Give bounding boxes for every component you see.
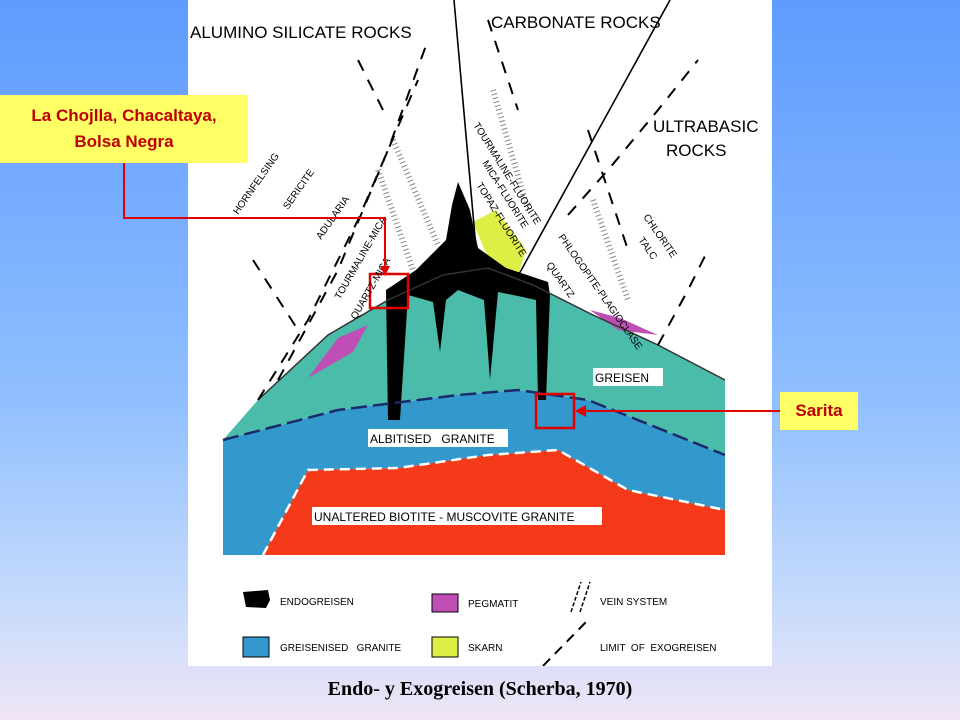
unaltered-label-box [312,507,602,525]
label-tourmaline-mica: TOURMALINE-MICA [333,215,390,302]
greisen-diagram: ALUMINO SILICATE ROCKS CARBONATE ROCKS U… [190,0,759,666]
ultrabasic-title: ULTRABASIC [653,117,759,136]
exogreisen-limit [487,19,519,111]
albitised-label: ALBITISED GRANITE [370,432,495,446]
endogreisen-body [386,182,550,420]
callout-chojlla-line2: Bolsa Negra [74,132,174,151]
greisen-label-box [593,368,663,386]
exogreisen-limit [257,79,419,401]
greisen-label: GREISEN [595,371,649,385]
exogreisen-limit [252,259,299,331]
vein-system [590,199,631,301]
greisen-top-contact [257,267,726,401]
legend-greisenised-granite: GREISENISED GRANITE [280,643,401,654]
diagram-panel: ALUMINO SILICATE ROCKS CARBONATE ROCKS U… [188,0,772,666]
legend-vein-system: VEIN SYSTEM [600,597,667,608]
exogreisen-limit [357,59,384,111]
label-adularia: ADULARIA [314,194,352,242]
fault-line [517,0,671,277]
pegmatit-zone-left [308,325,368,378]
carbonate-title: CARBONATE ROCKS [491,13,661,32]
legend-pegmatit-swatch [431,593,459,613]
legend-vein-swatch [570,581,582,613]
ultrabasic-title-2: ROCKS [666,141,726,160]
vein-system [390,138,441,247]
alumino-title: ALUMINO SILICATE ROCKS [190,23,412,42]
fault-line [453,0,477,249]
skarn-zone [473,210,526,276]
exogreisen-limit [277,39,429,381]
albitised-granite-zone [223,390,725,555]
legend-pegmatit: PEGMATIT [468,599,518,610]
legend-limit-exogreisen: LIMIT OF EXOGREISEN [600,643,717,654]
pegmatit-zone-right [590,310,658,335]
exogreisen-limit [587,129,629,251]
exogreisen-limit [567,59,699,216]
granite-contact-line [261,448,726,556]
greisen-zone [223,268,725,455]
legend-vein-swatch [579,581,591,613]
legend-endogreisen: ENDOGREISEN [280,597,354,608]
legend-skarn-swatch [431,636,459,658]
legend-skarn: SKARN [468,643,502,654]
exogreisen-limit [657,249,709,346]
legend-greisenised-swatch [242,636,270,658]
figure-caption: Endo- y Exogreisen (Scherba, 1970) [327,678,633,700]
vein-system [490,89,531,211]
unaltered-granite-zone [263,450,725,555]
albitised-label-box [368,429,508,447]
vein-system [375,169,416,271]
sarita-target-box [534,392,576,430]
legend-endogreisen-swatch [243,590,270,608]
callout-sarita: Sarita [780,392,858,430]
callout-chojlla: La Chojlla, Chacaltaya, Bolsa Negra [0,95,248,163]
label-sericite: SERICITE [281,167,317,211]
legend-limit-swatch [542,621,587,666]
greisen-contact-line [222,388,726,457]
unaltered-label: UNALTERED BIOTITE - MUSCOVITE GRANITE [314,510,574,524]
callout-chojlla-line1: La Chojlla, Chacaltaya, [31,106,217,125]
